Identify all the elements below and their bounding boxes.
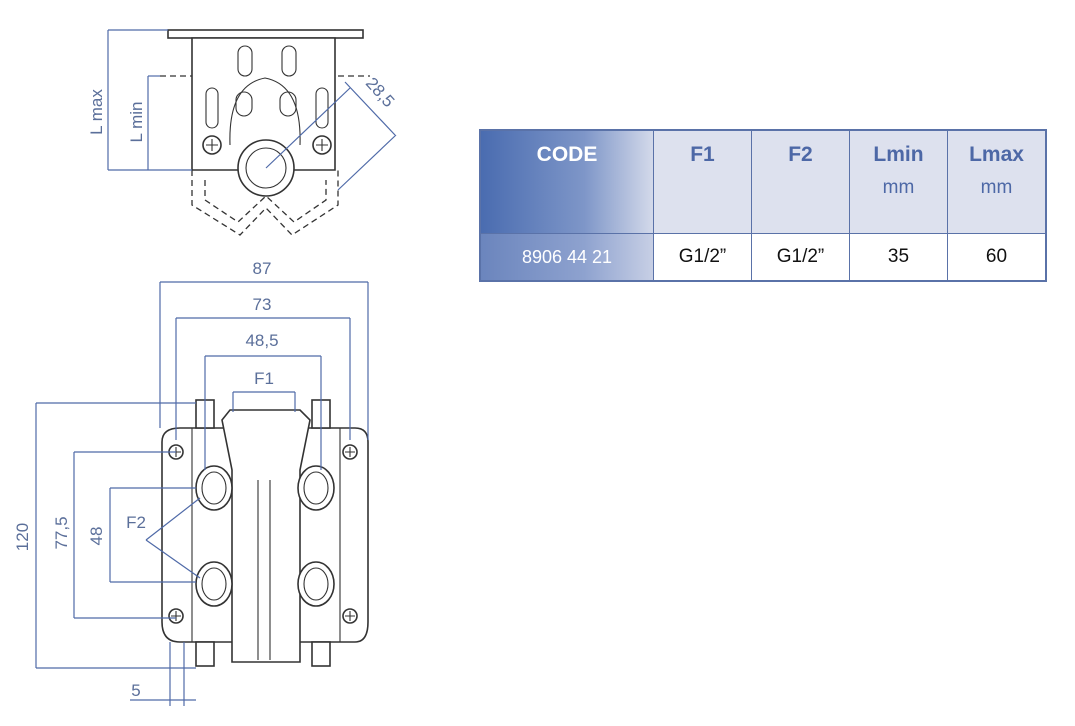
cell-code: 8906 44 21 [479, 233, 654, 282]
outlet-f2 [297, 465, 335, 511]
top-plate [167, 29, 364, 39]
header-f1: F1 [653, 129, 752, 234]
label-48-5: 48,5 [245, 331, 278, 350]
cell-lmin: 35 [849, 233, 948, 282]
cell-f1: G1/2” [653, 233, 752, 282]
header-f2: F2 [751, 129, 850, 234]
cell-f2: G1/2” [751, 233, 850, 282]
slot [205, 87, 219, 129]
label-lmax: L max [87, 89, 106, 135]
table-row: 8906 44 21 G1/2” G1/2” 35 60 [479, 233, 1047, 282]
outlet-f2 [195, 561, 233, 607]
slot [281, 45, 297, 77]
stud [311, 641, 331, 667]
front-view [35, 281, 369, 706]
label-73: 73 [253, 295, 272, 314]
header-lmax-unit: mm [980, 177, 1013, 198]
outlet-f2 [195, 465, 233, 511]
header-lmin-label: Lmin [873, 143, 924, 166]
header-code: CODE [479, 129, 654, 234]
header-lmax-label: Lmax [969, 143, 1024, 166]
label-87: 87 [253, 259, 272, 278]
label-120: 120 [13, 523, 32, 551]
label-lmin: L min [127, 102, 146, 143]
hidden-outline [191, 170, 339, 236]
header-lmax: Lmax mm [947, 129, 1047, 234]
slot [315, 87, 329, 129]
label-5: 5 [131, 681, 140, 700]
header-lmin-unit: mm [882, 177, 915, 198]
outlet-f2 [297, 561, 335, 607]
stud [195, 641, 215, 667]
top-view [107, 29, 397, 236]
spec-table: CODE F1 F2 Lmin mm Lmax mm 8906 44 21 G1… [479, 129, 1047, 282]
cell-lmax: 60 [947, 233, 1047, 282]
label-f1: F1 [254, 369, 274, 388]
central-channel [221, 409, 311, 663]
label-48: 48 [87, 527, 106, 546]
label-77-5: 77,5 [52, 516, 71, 549]
header-lmin: Lmin mm [849, 129, 948, 234]
slot [237, 45, 253, 77]
label-f2: F2 [126, 513, 146, 532]
pipe-inner [245, 147, 287, 189]
technical-drawing: L max L min 28,5 [13, 29, 398, 706]
boss [229, 77, 301, 146]
table-header-row: CODE F1 F2 Lmin mm Lmax mm [479, 129, 1047, 234]
